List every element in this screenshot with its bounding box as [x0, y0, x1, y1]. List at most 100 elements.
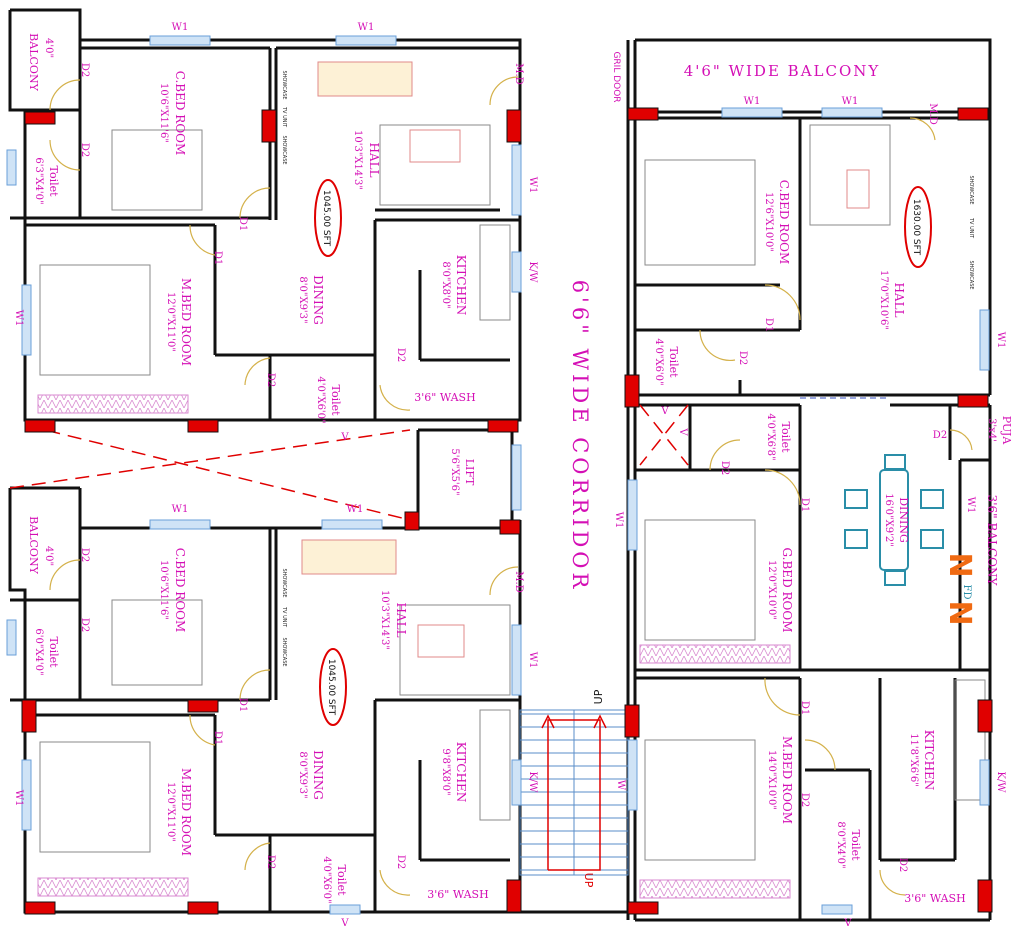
svg-text:3'x4': 3'x4' [986, 418, 997, 442]
sofa-icon [399, 604, 511, 696]
svg-text:10'6"X11'6": 10'6"X11'6" [158, 560, 169, 620]
svg-text:K/W: K/W [527, 771, 538, 793]
svg-text:N: N [942, 600, 977, 625]
svg-text:12'6"X10'0": 12'6"X10'0" [763, 192, 774, 252]
svg-text:SHOWCASE: SHOWCASE [968, 175, 974, 204]
svg-text:Toilet: Toilet [47, 165, 60, 197]
svg-text:D2: D2 [265, 373, 276, 387]
svg-text:8'0"X8'0": 8'0"X8'0" [440, 261, 451, 308]
bed-icon [644, 739, 756, 861]
bed-icon [39, 264, 151, 376]
svg-text:D1: D1 [799, 498, 810, 512]
gril-door-label: GRIL DOOR [611, 51, 621, 102]
svg-text:HALL: HALL [892, 282, 906, 317]
svg-text:1045.00 SFT: 1045.00 SFT [321, 190, 331, 247]
windows [6, 35, 990, 915]
svg-text:SHOWCASE: SHOWCASE [281, 70, 287, 99]
svg-text:TV UNIT: TV UNIT [281, 106, 287, 128]
svg-text:10'3"X14'3": 10'3"X14'3" [379, 590, 390, 650]
svg-text:D2: D2 [897, 858, 908, 872]
svg-text:Toilet: Toilet [667, 346, 680, 378]
svg-text:UP: UP [582, 873, 595, 888]
svg-text:D2: D2 [395, 855, 406, 869]
walls [8, 8, 992, 922]
svg-text:17'0"X10'6": 17'0"X10'6" [878, 270, 889, 330]
bed-icon [111, 599, 203, 686]
svg-text:D1: D1 [237, 217, 248, 231]
top-balcony-label: 4'6" WIDE BALCONY [684, 62, 881, 80]
svg-text:D1: D1 [237, 698, 248, 712]
svg-text:SHOWCASE: SHOWCASE [281, 637, 287, 666]
svg-text:1630.00 SFT: 1630.00 SFT [911, 199, 921, 256]
svg-text:11'8"X6'6": 11'8"X6'6" [908, 733, 919, 787]
svg-text:KITCHEN: KITCHEN [454, 742, 468, 803]
svg-text:W1: W1 [613, 512, 624, 529]
svg-text:D2: D2 [719, 461, 730, 475]
rugs [37, 394, 791, 899]
svg-text:M.D: M.D [927, 103, 938, 124]
svg-text:D2: D2 [799, 793, 810, 807]
bed-icon [644, 159, 756, 266]
kitchen-counter [954, 679, 986, 801]
svg-text:Toilet: Toilet [779, 421, 792, 453]
tv-units [301, 61, 413, 575]
svg-text:C.BED ROOM: C.BED ROOM [173, 548, 187, 633]
svg-text:3'6" WASH: 3'6" WASH [427, 888, 488, 901]
svg-text:W1: W1 [347, 504, 364, 515]
svg-text:D1: D1 [763, 318, 774, 332]
bed-icon [111, 129, 203, 211]
kitchen-counter [479, 709, 511, 821]
corridor-label: 6'6" WIDE CORRIDOR [568, 280, 592, 593]
svg-text:BALCONY: BALCONY [27, 516, 40, 574]
svg-text:DINING: DINING [311, 275, 325, 325]
svg-text:D1: D1 [212, 251, 223, 265]
svg-text:Toilet: Toilet [849, 829, 862, 861]
svg-text:D1: D1 [799, 701, 810, 715]
svg-text:C.BED ROOM: C.BED ROOM [173, 71, 187, 156]
svg-text:W1: W1 [172, 22, 189, 33]
lift-dim: 5'6"X5'6" [449, 448, 460, 495]
svg-text:M.D: M.D [513, 63, 524, 84]
columns [21, 107, 993, 915]
svg-text:W1: W1 [842, 96, 859, 107]
svg-text:Toilet: Toilet [47, 636, 60, 668]
svg-text:W1: W1 [995, 332, 1006, 349]
svg-text:W: W [615, 780, 626, 791]
svg-text:D2: D2 [933, 430, 947, 441]
kitchen-counter [479, 224, 511, 321]
svg-text:6'3"X4'0": 6'3"X4'0" [33, 157, 44, 204]
svg-text:W1: W1 [13, 790, 24, 807]
svg-text:DINING: DINING [311, 750, 325, 800]
svg-text:C.BED ROOM: C.BED ROOM [777, 180, 791, 265]
svg-text:N: N [942, 552, 977, 577]
svg-text:K/W: K/W [995, 771, 1006, 793]
area-rings [314, 179, 932, 726]
bed-icon [644, 519, 756, 641]
svg-text:W1: W1 [527, 652, 538, 669]
svg-text:D2: D2 [79, 618, 90, 632]
svg-text:TV UNIT: TV UNIT [968, 217, 974, 239]
svg-text:9'8"X8'0": 9'8"X8'0" [440, 748, 451, 795]
svg-text:4'0"X6'0": 4'0"X6'0" [315, 376, 326, 423]
svg-text:HALL: HALL [367, 142, 381, 177]
svg-text:4'0"X6'0": 4'0"X6'0" [653, 338, 664, 385]
svg-text:M.BED ROOM: M.BED ROOM [179, 278, 193, 366]
svg-text:W1: W1 [965, 497, 976, 514]
svg-text:W1: W1 [13, 310, 24, 327]
svg-text:SHOWCASE: SHOWCASE [968, 260, 974, 289]
svg-text:W1: W1 [744, 96, 761, 107]
svg-text:12'0"X11'0": 12'0"X11'0" [165, 292, 176, 352]
furniture [39, 124, 986, 861]
door-swings [49, 76, 973, 896]
svg-text:4'0"X6'8": 4'0"X6'8" [765, 413, 776, 460]
svg-text:V: V [660, 406, 669, 417]
element-tags: W1 W1 W1 W1 W1 W1 W1 W1 W1 W1 W1 W1 W1 W… [13, 22, 1006, 929]
svg-text:W1: W1 [358, 22, 375, 33]
north-arrow-icon: N N [942, 552, 977, 625]
svg-text:D2: D2 [737, 351, 748, 365]
svg-text:BALCONY: BALCONY [27, 33, 40, 91]
svg-text:8'0"X9'3": 8'0"X9'3" [297, 751, 308, 798]
svg-text:KITCHEN: KITCHEN [454, 255, 468, 316]
lift-name: LIFT [463, 459, 476, 486]
